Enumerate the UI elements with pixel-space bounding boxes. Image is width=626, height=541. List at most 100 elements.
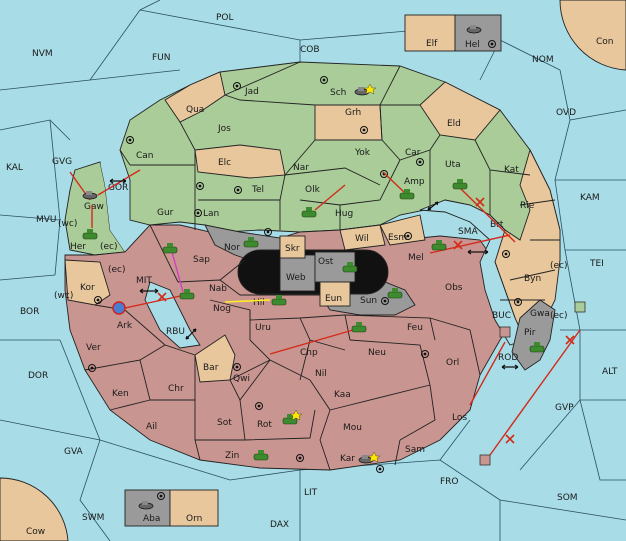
sea-label-som[interactable]: SOM — [557, 493, 578, 503]
label-kat[interactable]: Kat — [504, 165, 519, 175]
label-sch[interactable]: Sch — [330, 88, 346, 98]
sea-label-gvg[interactable]: GVG — [52, 157, 72, 167]
army-nor[interactable] — [243, 237, 259, 248]
label-yok[interactable]: Yok — [354, 148, 371, 158]
province-elc[interactable] — [194, 144, 286, 179]
army-hug[interactable] — [301, 207, 317, 218]
label-nog[interactable]: Nog — [213, 304, 231, 314]
sea-label-pol[interactable]: POL — [216, 13, 234, 23]
label-chp[interactable]: Chp — [300, 348, 318, 358]
sea-label-nvm[interactable]: NVM — [32, 49, 53, 59]
label-gaw[interactable]: Gaw — [84, 202, 104, 212]
army-amp[interactable] — [399, 189, 415, 200]
label-chr[interactable]: Chr — [168, 384, 184, 394]
army-uta[interactable] — [452, 179, 468, 190]
army-nab[interactable] — [179, 289, 195, 300]
army-sap[interactable] — [162, 243, 178, 254]
label-kar[interactable]: Kar — [340, 454, 355, 464]
label-hil[interactable]: Hil — [253, 298, 265, 308]
army-feu[interactable] — [351, 322, 367, 333]
province-pir[interactable] — [511, 299, 556, 371]
label-byn[interactable]: Byn — [524, 274, 541, 284]
label-amp[interactable]: Amp — [404, 177, 425, 187]
label-tel[interactable]: Tel — [251, 185, 264, 195]
label-ark[interactable]: Ark — [117, 321, 133, 331]
label-lan[interactable]: Lan — [203, 209, 219, 219]
sea-label-nom[interactable]: NOM — [532, 55, 554, 65]
sea-label-kam[interactable]: KAM — [580, 193, 600, 203]
sea-label-sma[interactable]: SMA — [458, 227, 478, 237]
label-sap[interactable]: Sap — [193, 255, 210, 265]
province-eun[interactable] — [319, 281, 351, 307]
label-mel[interactable]: Mel — [408, 253, 424, 263]
sea-label-rbu[interactable]: RBU — [166, 327, 185, 337]
label-uru[interactable]: Uru — [255, 323, 271, 333]
province-esm[interactable] — [379, 214, 426, 246]
sea-label-rod[interactable]: ROD — [498, 353, 518, 363]
label-neu[interactable]: Neu — [368, 348, 386, 358]
sea-label-cob[interactable]: COB — [300, 45, 320, 55]
army-mel[interactable] — [431, 240, 447, 251]
sea-label-gor[interactable]: GOR — [108, 183, 128, 193]
army-hil[interactable] — [271, 295, 287, 306]
sea-label-dax[interactable]: DAX — [270, 520, 289, 530]
label-can[interactable]: Can — [136, 151, 154, 161]
label-nor[interactable]: Nor — [224, 243, 240, 253]
label-ver[interactable]: Ver — [86, 343, 101, 353]
label-elc[interactable]: Elc — [218, 158, 231, 168]
unit-marker-buc[interactable] — [499, 326, 511, 338]
province-elf[interactable] — [404, 14, 456, 52]
province-skr[interactable] — [279, 235, 306, 259]
army-ost[interactable] — [342, 262, 358, 273]
sea-label-alt[interactable]: ALT — [602, 367, 618, 377]
fleet-aba[interactable] — [138, 501, 154, 510]
sea-label-kal[interactable]: KAL — [6, 163, 23, 173]
province-orn[interactable] — [169, 489, 219, 527]
label-pir[interactable]: Pir — [524, 328, 536, 338]
army-her[interactable] — [82, 229, 98, 240]
label-car[interactable]: Car — [405, 148, 421, 158]
label-rie[interactable]: Rie — [520, 201, 535, 211]
army-rot[interactable] — [282, 409, 303, 425]
label-web[interactable]: Web — [286, 273, 306, 283]
unit-marker-hup[interactable] — [574, 301, 586, 313]
label-qwi[interactable]: Qwi — [233, 374, 250, 384]
army-pir[interactable] — [529, 342, 545, 353]
sea-label-mit[interactable]: MIT — [136, 276, 152, 286]
label-eld[interactable]: Eld — [447, 119, 461, 129]
label-ost[interactable]: Ost — [318, 257, 334, 267]
label-los[interactable]: Los — [452, 413, 467, 423]
label-feu[interactable]: Feu — [407, 323, 423, 333]
unit-marker-fro[interactable] — [479, 454, 491, 466]
label-sam[interactable]: Sam — [405, 445, 425, 455]
army-sun[interactable] — [387, 288, 403, 299]
label-skr[interactable]: Skr — [285, 244, 300, 254]
province-cow[interactable] — [0, 477, 69, 541]
label-uta[interactable]: Uta — [445, 160, 461, 170]
label-ail[interactable]: Ail — [146, 422, 157, 432]
label-zin[interactable]: Zin — [225, 451, 239, 461]
label-eun[interactable]: Eun — [325, 294, 342, 304]
label-obs[interactable]: Obs — [445, 283, 463, 293]
label-nil[interactable]: Nil — [315, 369, 327, 379]
label-gwa[interactable]: Gwa — [530, 309, 550, 319]
province-eld[interactable] — [419, 81, 501, 141]
sea-label-swm[interactable]: SWM — [82, 513, 104, 523]
label-nab[interactable]: Nab — [209, 284, 227, 294]
sea-label-dor[interactable]: DOR — [28, 371, 48, 381]
label-hug[interactable]: Hug — [335, 209, 353, 219]
label-gur[interactable]: Gur — [157, 208, 174, 218]
label-wil[interactable]: Wil — [355, 234, 369, 244]
sea-label-mvu[interactable]: MVU — [36, 215, 57, 225]
label-jad[interactable]: Jad — [244, 87, 259, 97]
fleet-kar[interactable] — [358, 451, 381, 464]
label-kor[interactable]: Kor — [80, 283, 95, 293]
sea-label-fro[interactable]: FRO — [440, 477, 459, 487]
label-bar[interactable]: Bar — [203, 363, 219, 373]
label-kaa[interactable]: Kaa — [334, 390, 351, 400]
province-con[interactable] — [559, 0, 626, 71]
label-rot[interactable]: Rot — [257, 420, 272, 430]
sea-label-gvp[interactable]: GVP — [555, 403, 574, 413]
army-zin[interactable] — [253, 450, 269, 461]
